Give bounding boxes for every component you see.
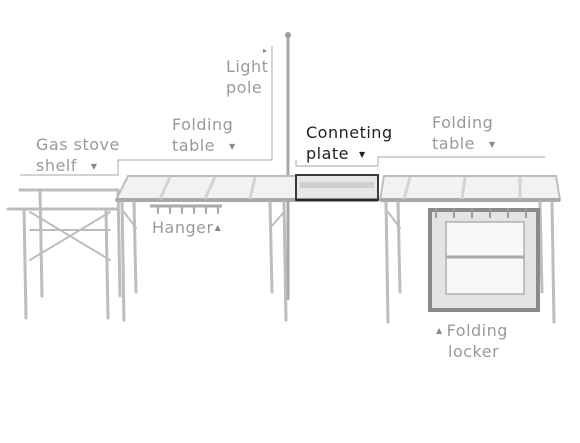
hanger-marker: ▲	[214, 223, 222, 232]
folding-table-left-marker: ▼	[229, 142, 236, 151]
connecting-plate	[295, 174, 379, 202]
folding-locker-marker: ▲	[436, 326, 443, 335]
hanger-rack	[150, 204, 222, 214]
hanger-label: Hanger▲	[152, 218, 222, 237]
callout-lines	[20, 46, 545, 176]
folding-locker	[428, 208, 540, 312]
connecting-plate-label: Conneting plate▼	[306, 123, 393, 163]
gas-stove-shelf	[6, 188, 122, 320]
folding-table-right-marker: ▼	[489, 140, 496, 149]
folding-table-left	[114, 175, 297, 322]
gas-stove-shelf-marker: ▼	[90, 162, 98, 171]
light-pole	[285, 32, 291, 300]
folding-table-left-label: Folding table▼	[172, 115, 236, 155]
light-pole-label: ▸ Light pole	[226, 46, 268, 98]
folding-locker-label: ▲Folding locker	[436, 321, 508, 361]
gas-stove-shelf-label: Gas stove shelf▼	[36, 135, 120, 175]
light-pole-marker: ▸	[263, 46, 268, 55]
folding-table-right	[378, 175, 562, 324]
connecting-plate-marker: ▼	[359, 150, 366, 159]
folding-table-right-label: Folding table▼	[432, 113, 496, 153]
